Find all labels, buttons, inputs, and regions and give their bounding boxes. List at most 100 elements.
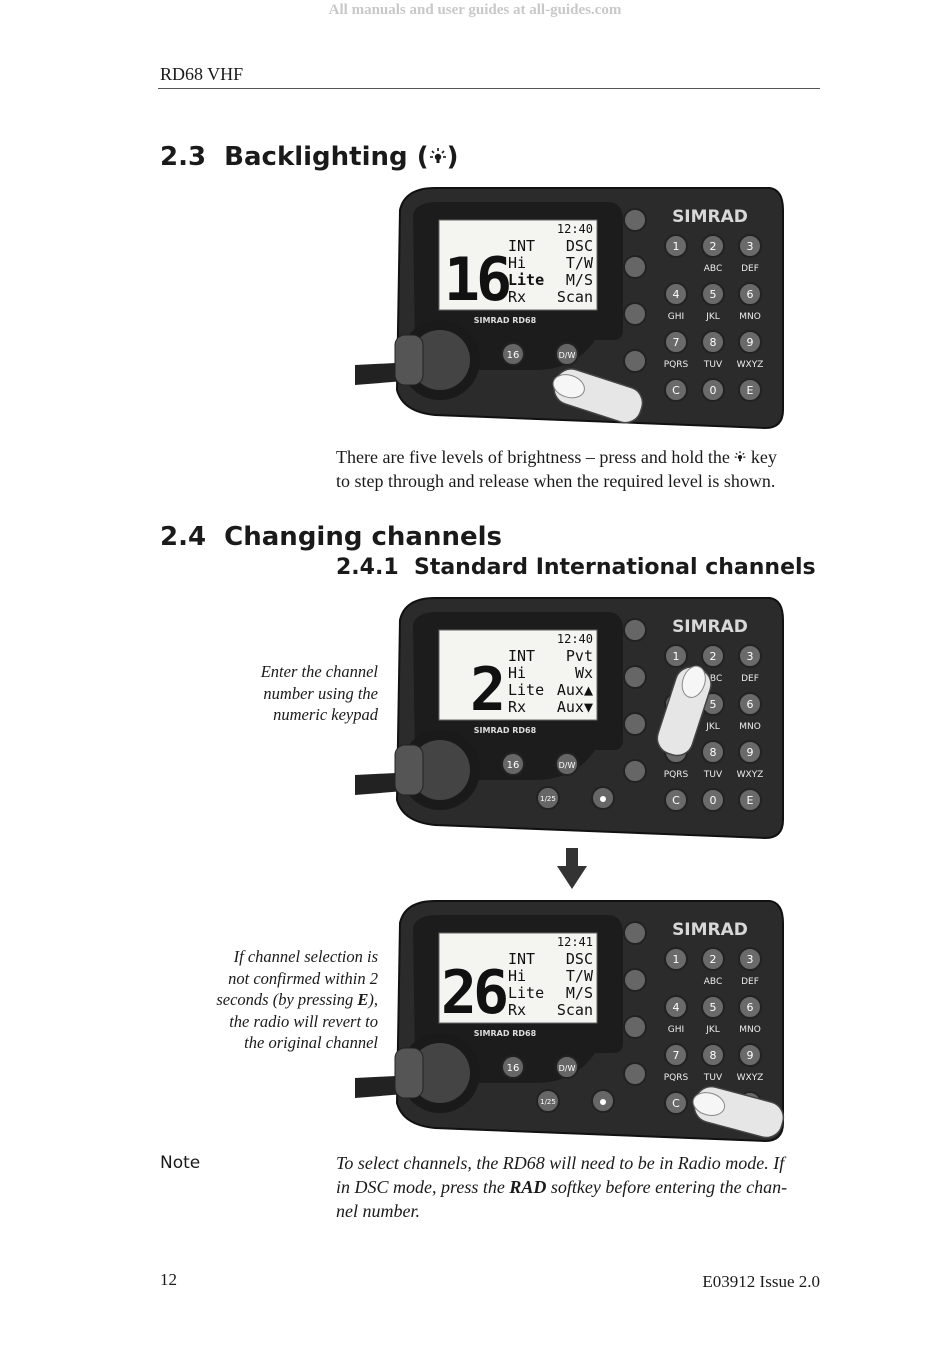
keypad-digit: E: [747, 794, 754, 807]
model-label: SIMRAD RD68: [474, 316, 537, 325]
finger-pressing-key: [692, 1085, 785, 1139]
keypad-key-0: [701, 378, 725, 402]
keypad-letters: TUV: [703, 360, 723, 370]
model-label: SIMRAD RD68: [474, 1029, 537, 1038]
keypad-digit: E: [747, 384, 754, 397]
key-dw-label: D/W: [559, 761, 576, 770]
fingernail: [692, 1092, 726, 1116]
subsection-title: Standard International channels: [413, 555, 816, 580]
lcd-softkey-label-left: Lite: [508, 681, 544, 699]
knob-base: [394, 334, 424, 386]
keypad-letters: TUV: [703, 770, 723, 780]
document-number: E03912 Issue 2.0: [702, 1272, 820, 1291]
keypad-letters: PQRS: [664, 360, 689, 370]
lcd-softkey-label-left: INT: [508, 237, 535, 255]
softkey-button: [623, 968, 647, 992]
page-number: 12: [160, 1270, 177, 1289]
keypad-digit: 8: [710, 336, 717, 349]
softkey-button: [623, 759, 647, 783]
key-dw-label: D/W: [559, 351, 576, 360]
caption-text: ),: [368, 990, 378, 1009]
lcd-channel-number: 2: [470, 655, 502, 725]
section-heading-channels: 2.4 Changing channels: [160, 522, 502, 552]
lcd-softkey-label-right: DSC: [566, 237, 593, 255]
key-125-label: 1/25: [540, 795, 556, 803]
note-line: in DSC mode, press the RAD softkey befor…: [336, 1175, 816, 1199]
backlight-text-2: key: [750, 447, 777, 467]
keypad-digit: 3: [747, 240, 754, 253]
caption-line: the radio will revert to: [229, 1011, 378, 1031]
watermark: All manuals and user guides at all-guide…: [328, 2, 622, 18]
lcd-channel-number: 26: [441, 958, 506, 1028]
softkey-button: [623, 921, 647, 945]
keypad-digit: C: [672, 384, 680, 397]
subsection-number: 2.4.1: [336, 555, 399, 580]
lcd-softkey-label-left: INT: [508, 950, 535, 968]
keypad-key-9: [738, 740, 762, 764]
key-125-button: [536, 786, 560, 810]
keypad-key-7: [664, 1043, 688, 1067]
section-title: Backlighting (: [224, 142, 429, 172]
lcd-softkey-label-left: Hi: [508, 254, 526, 272]
keypad-digit: 9: [747, 746, 754, 759]
section-heading-backlighting: 2.3 Backlighting (): [160, 142, 458, 172]
brand-logo: SIMRAD: [672, 920, 748, 940]
keypad-letters: DEF: [741, 674, 759, 684]
keypad-digit: 9: [747, 1049, 754, 1062]
keypad-letters: PQRS: [664, 770, 689, 780]
fingernail: [552, 374, 585, 399]
lcd-softkey-label-left: Hi: [508, 967, 526, 985]
keypad-key-1: [664, 234, 688, 258]
keypad-key-C: [664, 788, 688, 812]
keypad-digit: C: [672, 1097, 680, 1110]
lcd-softkey-label-right: DSC: [566, 950, 593, 968]
keypad-letters: JKL: [705, 722, 720, 732]
keypad-letters: MNO: [739, 1025, 761, 1035]
lcd-background: [438, 932, 598, 1024]
keypad-key-0: [701, 788, 725, 812]
keypad-digit: C: [672, 794, 680, 807]
keypad-digit: 2: [710, 953, 717, 966]
backlight-paragraph: There are five levels of brightness – pr…: [336, 445, 816, 493]
keypad-digit: 1: [673, 650, 680, 663]
backlight-icon: [429, 148, 446, 163]
keypad-letters: WXYZ: [737, 770, 764, 780]
lcd-softkey-label-left: Rx: [508, 1001, 526, 1019]
keypad-digit: 9: [747, 336, 754, 349]
keypad-key-1: [664, 947, 688, 971]
key-125-label: 1/25: [540, 1098, 556, 1106]
keypad-digit: 0: [710, 794, 717, 807]
section-title: Changing channels: [224, 522, 503, 552]
keypad-key-5: [701, 995, 725, 1019]
backlight-icon: [600, 796, 606, 802]
caption-revert: If channel selection is not confirmed wi…: [178, 946, 378, 1054]
lcd-softkey-label-right: Wx: [575, 664, 593, 682]
note-label: Note: [160, 1153, 201, 1173]
keypad-digit: 5: [710, 698, 717, 711]
finger-pressing-key: [656, 665, 712, 757]
keypad-letters: MNO: [739, 312, 761, 322]
lcd-softkey-label-left: Hi: [508, 664, 526, 682]
key-dw-label: D/W: [559, 1064, 576, 1073]
keypad-digit: 1: [673, 240, 680, 253]
model-label: SIMRAD RD68: [474, 726, 537, 735]
keypad-key-2: [701, 644, 725, 668]
note-line: nel number.: [336, 1201, 420, 1221]
keypad-digit: 4: [673, 1001, 680, 1014]
lcd-softkey-label-left: Rx: [508, 698, 526, 716]
lcd-channel-number: 16: [444, 245, 509, 315]
knob-base: [394, 744, 424, 796]
caption-line: numeric keypad: [273, 705, 378, 724]
backlight-icon: [735, 451, 746, 462]
softkey-button: [623, 208, 647, 232]
lcd-softkey-label-right: Pvt: [566, 647, 593, 665]
finger-pressing-key: [552, 368, 644, 424]
lcd-background: [438, 219, 598, 311]
keypad-digit: 8: [710, 1049, 717, 1062]
key-dw-button: [555, 752, 579, 776]
section-number: 2.4: [160, 522, 207, 552]
down-arrow-icon: [557, 848, 587, 889]
lcd-softkey-label-right: Scan: [557, 1001, 593, 1019]
keypad-key-E: [738, 378, 762, 402]
